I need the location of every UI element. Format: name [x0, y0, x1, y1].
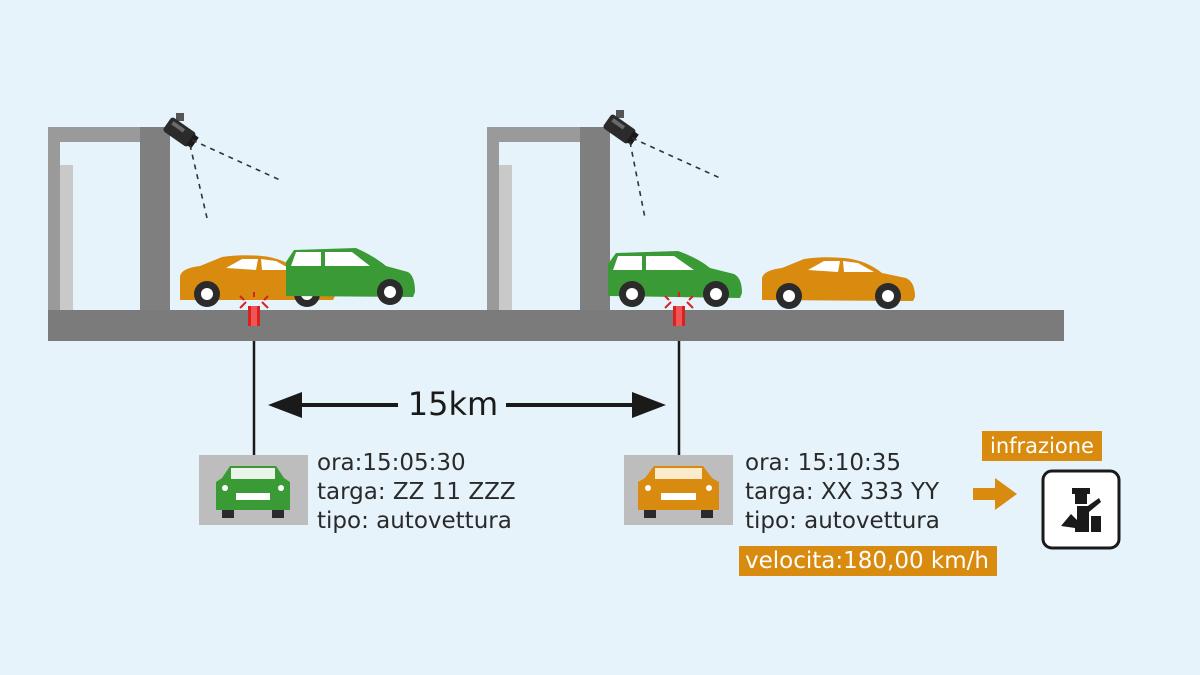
green-car-right [608, 251, 742, 307]
infraction-badge: infrazione [982, 431, 1102, 461]
distance-arrow [268, 392, 666, 418]
green-car-front-icon [199, 455, 308, 525]
gantry-left [48, 127, 170, 310]
gantry-right [487, 127, 610, 310]
detection-vehicle-type: tipo: autovettura [317, 508, 512, 534]
detection-time: ora:15:05:30 [317, 450, 466, 476]
detection-plate: targa: ZZ 11 ZZZ [317, 479, 516, 505]
detection-plate: targa: XX 333 YY [745, 479, 940, 505]
green-car-left [286, 248, 415, 305]
speed-badge: velocita:180,00 km/h [739, 546, 997, 576]
orange-car-front-icon [624, 455, 733, 525]
orange-car-right [762, 257, 915, 309]
detection-info-entry: ora:15:05:30 targa: ZZ 11 ZZZ tipo: auto… [317, 449, 516, 536]
police-officer-icon [1041, 469, 1121, 550]
surveillance-camera-icon [162, 113, 281, 219]
detection-time: ora: 15:10:35 [745, 450, 901, 476]
arrow-right-icon [973, 478, 1017, 510]
road [48, 310, 1064, 341]
surveillance-camera-icon [602, 110, 721, 219]
distance-label: 15km [408, 385, 498, 423]
detection-info-exit: ora: 15:10:35 targa: XX 333 YY tipo: aut… [745, 449, 940, 536]
detection-vehicle-type: tipo: autovettura [745, 508, 940, 534]
